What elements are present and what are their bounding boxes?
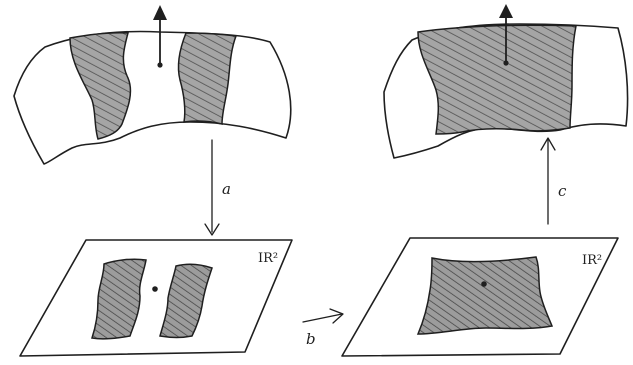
label-c: c	[558, 182, 567, 200]
left-strip-top	[70, 33, 130, 139]
plane-left: IR²	[20, 240, 292, 356]
normal-arrow-head-right	[499, 4, 513, 18]
left-region	[92, 259, 146, 339]
normal-arrow-head-left	[153, 5, 167, 20]
merged-region	[418, 257, 552, 334]
arrow-a: a	[205, 140, 231, 235]
surface-after	[384, 4, 628, 158]
center-point-bottom-right	[481, 281, 487, 287]
arrow-c: c	[541, 138, 567, 224]
plane-right-label: IR²	[582, 253, 602, 268]
surface-before	[14, 5, 291, 164]
center-point-top-left	[157, 62, 162, 67]
arrow-b: b	[303, 309, 343, 348]
label-b: b	[306, 330, 316, 348]
center-point-bottom-left	[152, 286, 158, 292]
center-point-top-right	[503, 60, 508, 65]
right-strip-top	[178, 33, 236, 124]
right-region	[160, 264, 212, 337]
merged-strip-top	[418, 25, 576, 134]
plane-right: IR²	[342, 238, 618, 356]
plane-left-label: IR²	[258, 251, 278, 266]
label-a: a	[222, 180, 231, 198]
